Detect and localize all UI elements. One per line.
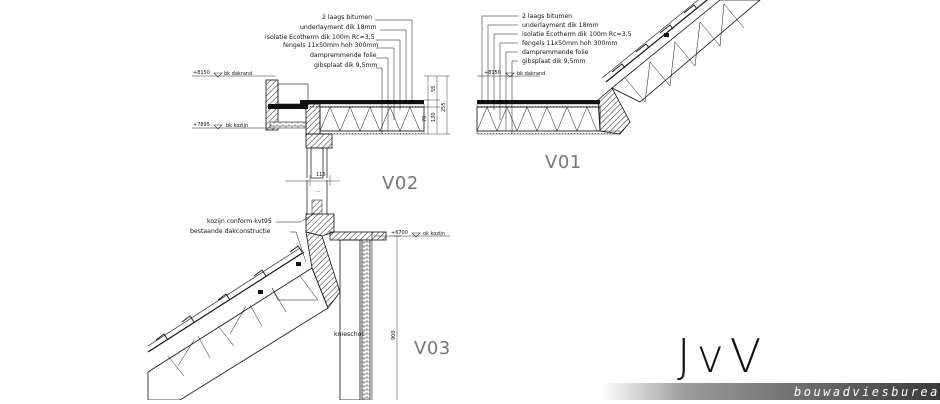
v03-label-dak: bestaande dakconstructie (190, 228, 271, 235)
detail-v02: +8150 bk dakrand +7895 bk kozijn 255 (192, 14, 450, 194)
v02-code: V02 (382, 173, 419, 194)
v03-label-knieschot: knieschot (334, 331, 364, 338)
v03-label-kozijn: kozijn conform kvt95 (207, 218, 272, 225)
brand-tagline: bouwadviesbureau (794, 385, 940, 399)
v02-layer-0: 2 laags bitumen (322, 14, 372, 21)
detail-v03: +6700 ok kozijn knieschot 900 kozijn con… (147, 180, 451, 401)
v01-layer-2: isolatie Ecotherm dik 100m Rc=3,5 (522, 31, 632, 38)
v02-dim-width: 116 (316, 172, 326, 178)
v03-level-kozijn: +6700 (391, 230, 408, 236)
brand-logo-text: JvV (677, 329, 767, 383)
v01-layer-0: 2 laags bitumen (522, 13, 572, 20)
v01-layer-3: fengels 11x50mm hoh 300mm (522, 40, 617, 47)
v02-layer-3: fengels 11x50mm hoh 300mm (283, 42, 378, 49)
v02-dim-a: 55 (431, 86, 437, 92)
v01-level-dakrand-label: bk dakrand (517, 71, 545, 77)
v01-layer-labels: 2 laags bitumen underlayment dik 18mm is… (481, 13, 632, 134)
v01-layer-4: dampremmende folie (522, 49, 589, 56)
brand-bar (602, 383, 940, 400)
v01-level-dakrand: +8150 (484, 70, 501, 76)
detail-v01: +8150 bk dakrand 2 laags bitumen underla… (476, 0, 761, 173)
brand-logo: JvV bouwadviesbureau (602, 329, 940, 400)
v02-layer-labels: 2 laags bitumen underlayment dik 18mm is… (265, 14, 413, 134)
v03-level-kozijn-label: ok kozijn (423, 231, 445, 237)
v02-level-dakrand-label: bk dakrand (224, 71, 252, 77)
v02-level-kozijn-label: bk kozijn (226, 123, 248, 129)
v02-dim-c: 70 (422, 116, 428, 122)
v01-layer-5: gibsplaat dik 9,5mm (522, 58, 586, 65)
v02-level-kozijn: +7895 (193, 122, 210, 128)
v02-dim-gap: ... (316, 188, 321, 194)
v02-layer-2: isolatie Ecotherm dik 100m Rc=3,5 (265, 34, 375, 41)
v02-dim-total: 255 (441, 102, 447, 112)
v02-layer-5: gibsplaat dik 9,5mm (314, 62, 378, 69)
v02-layer-4: dampremmende folie (310, 52, 377, 59)
v01-code: V01 (545, 152, 582, 173)
v02-layer-1: underlayment dik 18mm (300, 24, 377, 31)
v03-code: V03 (414, 338, 451, 359)
v02-dim-b: 130 (431, 112, 437, 122)
v02-level-dakrand: +8150 (193, 70, 210, 76)
v01-layer-1: underlayment dik 18mm (522, 22, 599, 29)
v03-dim-height: 900 (391, 330, 397, 340)
